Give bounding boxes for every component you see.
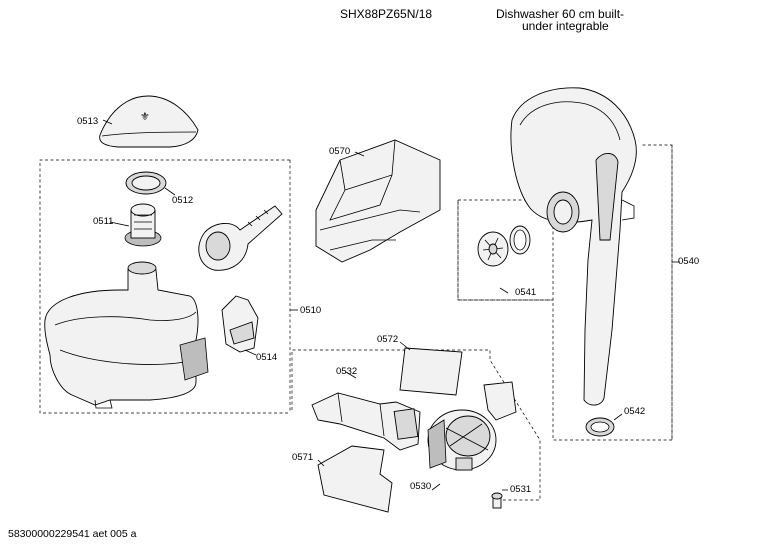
part-salt-container — [44, 261, 209, 409]
callout-0570: 0570 — [329, 146, 351, 157]
part-0532-connecting-pipe — [311, 392, 421, 451]
part-0541-fan-impeller — [477, 225, 531, 267]
callout-0513: 0513 — [77, 116, 99, 127]
callout-0511: 0511 — [93, 216, 114, 227]
part-0514-bracket — [221, 295, 259, 353]
part-0570-mounting-bracket — [315, 139, 441, 263]
document-code: 58300000229541 aet 005 a — [8, 528, 137, 540]
part-0572-foil — [399, 347, 463, 396]
part-0530-fan-motor — [427, 381, 517, 471]
part-salt-funnel-arm — [198, 205, 283, 271]
callout-0530: 0530 — [410, 481, 432, 492]
callout-0532: 0532 — [336, 366, 358, 377]
description-line-2: under integrable — [522, 19, 609, 33]
description-line-1: Dishwasher 60 cm built- — [496, 7, 625, 21]
callout-0542: 0542 — [624, 406, 646, 417]
callout-0572: 0572 — [377, 334, 399, 345]
group-box-0540 — [457, 144, 673, 441]
callout-0510: 0510 — [300, 305, 322, 316]
group-box-0541 — [457, 199, 554, 301]
callout-0531: 0531 — [510, 484, 532, 495]
part-0542-seal-ring — [585, 417, 615, 437]
part-0531-screw — [491, 492, 503, 509]
part-0512-seal-ring — [125, 171, 167, 195]
group-box-0510 — [39, 159, 291, 414]
callout-0512: 0512 — [172, 195, 194, 206]
model-number: SHX88PZ65N/18 — [340, 7, 433, 21]
callout-0540: 0540 — [678, 256, 700, 267]
callout-0541: 0541 — [515, 287, 537, 298]
part-0540-air-duct — [510, 87, 637, 406]
part-0511-screw-cap — [124, 203, 162, 247]
part-0513-salt-cap: ⚜ — [99, 95, 199, 148]
callout-0571: 0571 — [292, 452, 314, 463]
part-0571-foil — [317, 445, 393, 513]
svg-text:⚜: ⚜ — [140, 110, 150, 123]
callout-0514: 0514 — [256, 352, 278, 363]
